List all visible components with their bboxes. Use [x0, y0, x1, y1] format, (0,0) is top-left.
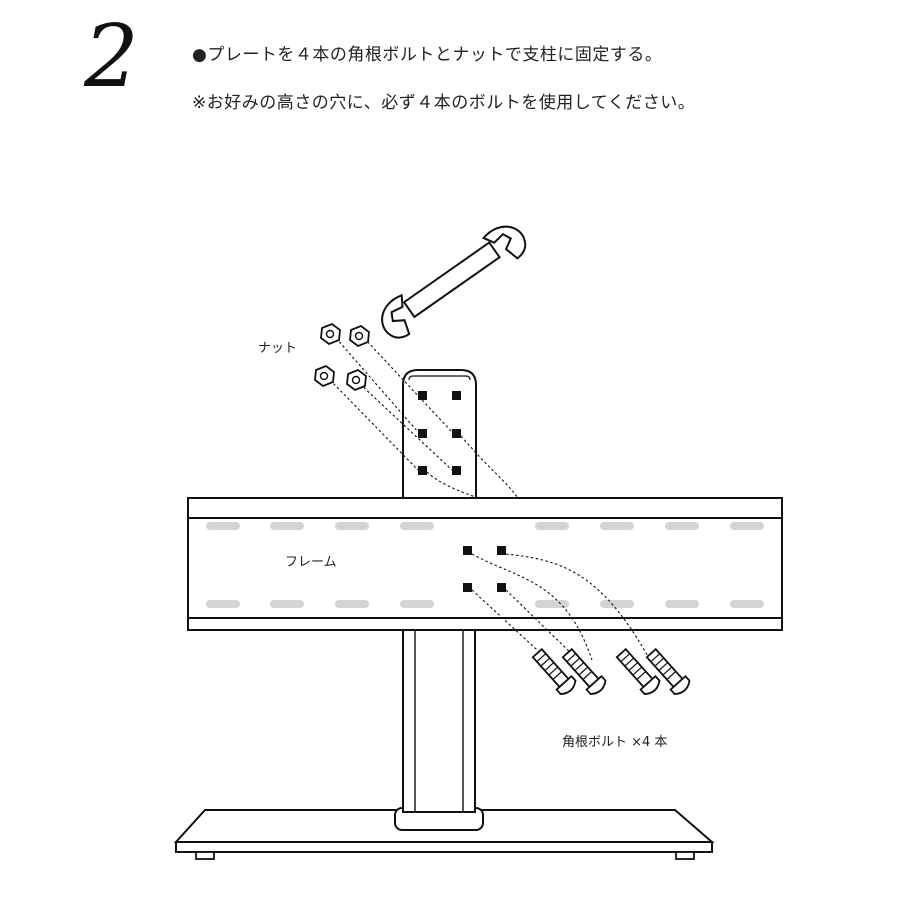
post-upper: [402, 369, 477, 500]
instruction-line-2: ※お好みの高さの穴に、必ず４本のボルトを使用してください。: [192, 93, 696, 113]
instruction-line-1: ●プレートを４本の角根ボルトとナットで支柱に固定する。: [192, 45, 663, 65]
wrench-icon: [381, 225, 527, 339]
post-hole: [452, 429, 461, 438]
post-lower: [402, 629, 476, 813]
step-number: 2: [84, 7, 139, 107]
post-hole: [418, 429, 427, 438]
nut-label: ナット: [258, 341, 297, 356]
nut-guide-lines: [329, 337, 519, 499]
hex-nut-icon: [349, 324, 370, 348]
carriage-bolt-icon: [645, 647, 691, 695]
post-hole: [418, 391, 427, 400]
frame: [187, 497, 783, 631]
frame-hole: [463, 583, 472, 592]
hex-nut-icon: [346, 368, 367, 392]
bolt-guide-lines: [471, 553, 651, 661]
frame-hole: [463, 546, 472, 555]
frame-hole: [497, 546, 506, 555]
carriage-bolt-icon: [531, 647, 577, 695]
bolts-label: 角根ボルト ×4 本: [562, 735, 667, 750]
post-hole: [418, 466, 427, 475]
carriage-bolt-icon: [561, 647, 607, 695]
frame-label: フレーム: [285, 555, 337, 570]
hex-nut-icon: [314, 364, 335, 388]
hex-nut-icon: [320, 322, 341, 346]
frame-hole: [497, 583, 506, 592]
post-hole: [452, 391, 461, 400]
carriage-bolt-icon: [615, 647, 661, 695]
post-hole: [452, 466, 461, 475]
